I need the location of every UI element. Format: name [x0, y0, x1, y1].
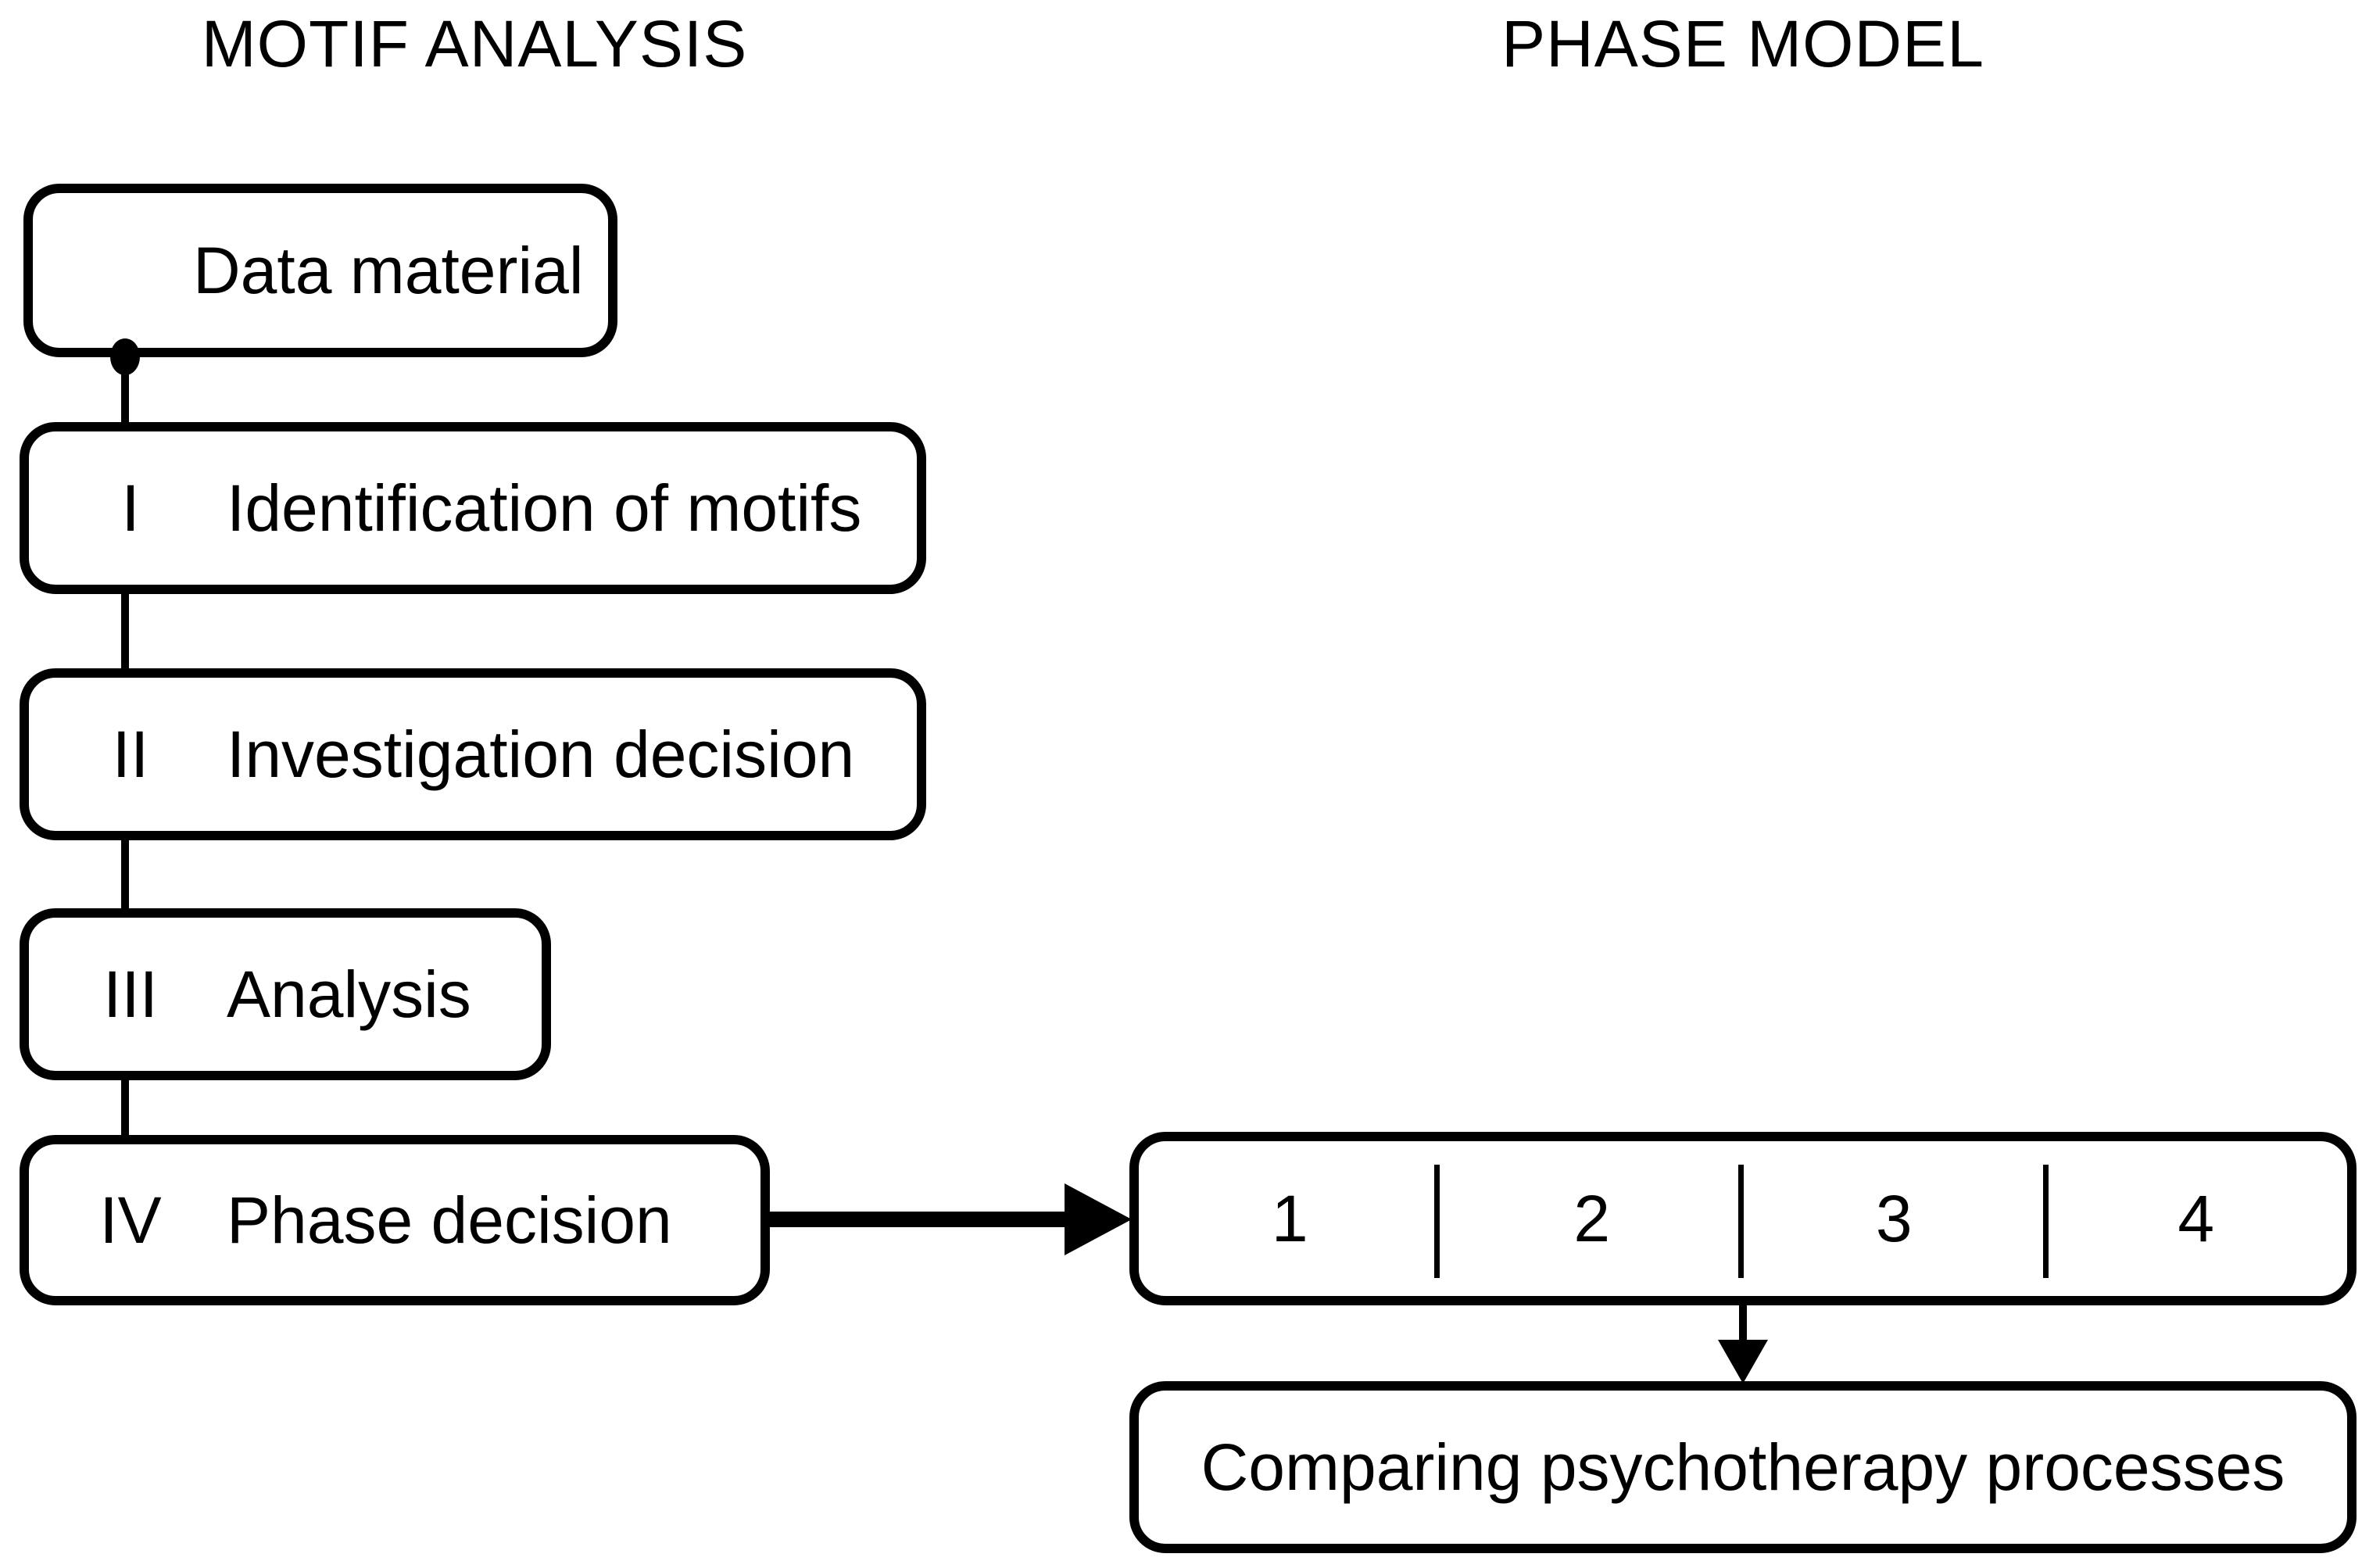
- comparing-processes-box: Comparing psychotherapy processes: [1129, 1381, 2356, 1553]
- phase-segment-3: 3: [1875, 1182, 1913, 1255]
- step-label: Investigation decision: [227, 718, 855, 791]
- step-box-identification: I Identification of motifs: [20, 422, 926, 594]
- step-label: Phase decision: [227, 1183, 672, 1257]
- step-numeral: II: [112, 718, 149, 791]
- phase-segment-2: 2: [1573, 1182, 1611, 1255]
- connector-start-dot-icon: [110, 338, 140, 375]
- phase-divider: [1433, 1165, 1440, 1278]
- phase-model-box: 1 2 3 4: [1129, 1132, 2356, 1305]
- step-numeral: IV: [99, 1183, 162, 1257]
- step-numeral: I: [121, 471, 140, 545]
- step-label: Identification of motifs: [227, 471, 862, 545]
- arrow-to-phase-model: [762, 1212, 1068, 1227]
- arrow-down-icon: [1718, 1340, 1768, 1384]
- connector-line: [121, 352, 129, 430]
- data-material-box: Data material: [23, 184, 617, 357]
- step-numeral: III: [102, 958, 158, 1031]
- connector-line: [121, 586, 129, 676]
- step-box-investigation: II Investigation decision: [20, 668, 926, 840]
- phase-divider: [2042, 1165, 2049, 1278]
- motif-analysis-title: MOTIF ANALYSIS: [201, 7, 748, 81]
- step-label: Analysis: [227, 958, 471, 1031]
- arrow-right-icon: [1065, 1183, 1132, 1255]
- connector-line: [121, 832, 129, 915]
- data-material-label: Data material: [193, 234, 584, 307]
- connector-line: [121, 1072, 129, 1143]
- phase-divider: [1738, 1165, 1744, 1278]
- arrow-to-comparing: [1739, 1299, 1747, 1344]
- phase-model-title: PHASE MODEL: [1501, 7, 1984, 81]
- step-box-phase-decision: IV Phase decision: [20, 1135, 770, 1305]
- step-box-analysis: III Analysis: [20, 908, 551, 1080]
- phase-segment-4: 4: [2178, 1182, 2215, 1255]
- comparing-processes-label: Comparing psychotherapy processes: [1201, 1430, 2285, 1504]
- phase-segment-1: 1: [1271, 1182, 1308, 1255]
